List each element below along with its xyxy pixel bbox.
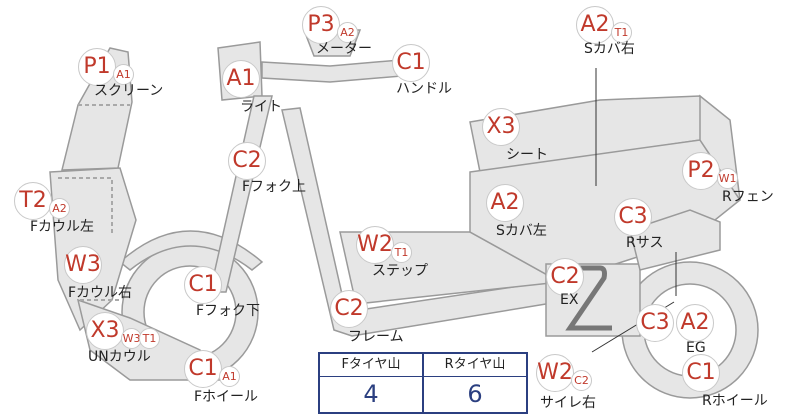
part-label: ハンドル (396, 81, 452, 97)
damage-sub-code: W1 (717, 168, 738, 189)
damage-code: P1 (78, 48, 116, 86)
rear-shock (629, 209, 721, 271)
damage-code: P2 (682, 152, 720, 190)
damage-sub-code: A2 (337, 22, 358, 43)
part-badge: X3 (482, 108, 520, 146)
damage-code: A2 (486, 184, 524, 222)
part-badge: C2 (546, 258, 584, 296)
damage-code: A2 (576, 6, 614, 44)
damage-code: C2 (228, 142, 266, 180)
part-badge: A2 (676, 304, 714, 342)
part-label: ライト (240, 99, 282, 115)
damage-code: C3 (614, 198, 652, 236)
damage-code: A1 (222, 60, 260, 98)
damage-code: C1 (682, 354, 720, 392)
damage-sub-code: A1 (219, 366, 240, 387)
damage-code: X3 (86, 312, 124, 350)
part-label: Fフォク下 (196, 303, 261, 319)
part-badge: A1 (222, 60, 260, 98)
part-label: Sカバ左 (496, 223, 547, 239)
damage-code: C2 (546, 258, 584, 296)
cowl-split-line-2 (58, 177, 113, 236)
rear-tire-value: 6 (467, 380, 483, 408)
part-label: メーター (316, 41, 372, 57)
handlebar (261, 59, 403, 83)
part-badge: C1 (184, 266, 222, 304)
damage-code: P3 (302, 6, 340, 44)
part-label: EX (560, 292, 579, 308)
part-label: Rフェン (722, 189, 774, 205)
part-label: スクリーン (94, 83, 164, 99)
part-badge: C3 (636, 304, 674, 342)
damage-code: W2 (356, 226, 394, 264)
part-label: ステップ (372, 263, 428, 279)
part-badge: A2 (486, 184, 524, 222)
rear-tire-column: Rタイヤ山 6 (424, 354, 526, 412)
part-badge: C1 (392, 44, 430, 82)
part-badge: W3 (64, 246, 102, 284)
damage-sub-code: T1 (391, 242, 412, 263)
part-label: Rサス (626, 235, 664, 251)
damage-sub-code: T1 (611, 22, 632, 43)
exhaust-pipe (560, 265, 612, 331)
part-badge: C1 (682, 354, 720, 392)
damage-code: C3 (636, 304, 674, 342)
part-label: Rホイール (702, 393, 768, 409)
part-label: UNカウル (88, 349, 151, 365)
damage-sub-code: A1 (113, 64, 134, 85)
front-tire-column: Fタイヤ山 4 (320, 354, 424, 412)
damage-sub-code: C2 (571, 370, 592, 391)
damage-code: W3 (64, 246, 102, 284)
damage-code: C2 (330, 290, 368, 328)
damage-code: C1 (184, 350, 222, 388)
part-label: サイレ右 (540, 395, 596, 411)
damage-code: T2 (14, 182, 52, 220)
damage-code: C1 (392, 44, 430, 82)
tire-tread-table: Fタイヤ山 4 Rタイヤ山 6 (318, 352, 528, 414)
part-label: Sカバ右 (584, 41, 635, 57)
part-label: フレーム (348, 329, 404, 345)
rear-tire-header: Rタイヤ山 (424, 354, 526, 377)
damage-sub-code: T1 (139, 328, 160, 349)
part-badge: C2 (228, 142, 266, 180)
front-tire-header: Fタイヤ山 (320, 354, 422, 377)
damage-sub-code: A2 (49, 198, 70, 219)
part-label: Fカウル左 (30, 219, 95, 235)
part-label: Fホイール (194, 389, 259, 405)
damage-code: W2 (536, 354, 574, 392)
part-badge: C3 (614, 198, 652, 236)
part-label: シート (506, 147, 548, 163)
part-label: Fフォク上 (242, 179, 307, 195)
part-label: Fカウル右 (68, 285, 133, 301)
damage-code: A2 (676, 304, 714, 342)
part-label: EG (686, 340, 706, 356)
damage-code: C1 (184, 266, 222, 304)
part-badge: C2 (330, 290, 368, 328)
front-tire-value: 4 (363, 380, 379, 408)
damage-code: X3 (482, 108, 520, 146)
